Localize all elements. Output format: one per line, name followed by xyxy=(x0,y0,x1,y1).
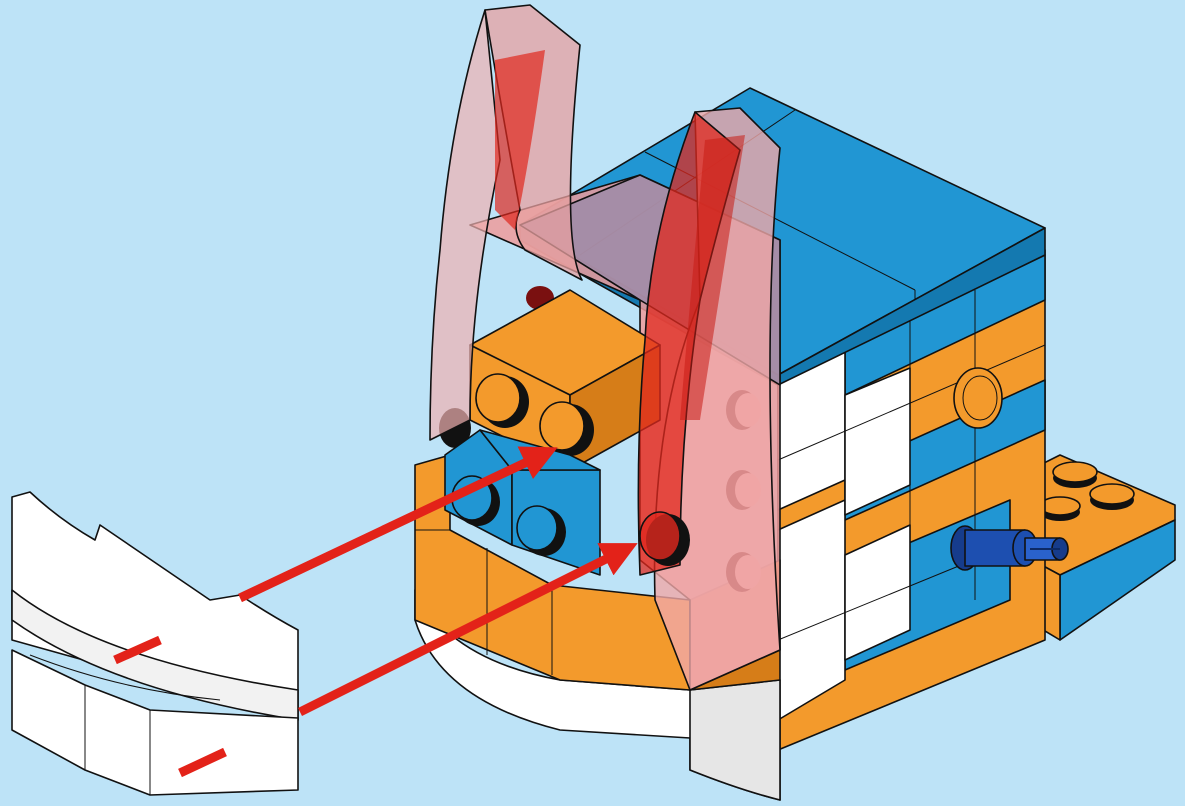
plate-stud xyxy=(1040,497,1080,521)
loose-curved-slopes xyxy=(12,492,298,795)
technic-hole xyxy=(954,368,1002,428)
main-model xyxy=(415,5,1175,800)
plate-stud xyxy=(1053,462,1097,488)
plate-stud xyxy=(1090,484,1134,510)
